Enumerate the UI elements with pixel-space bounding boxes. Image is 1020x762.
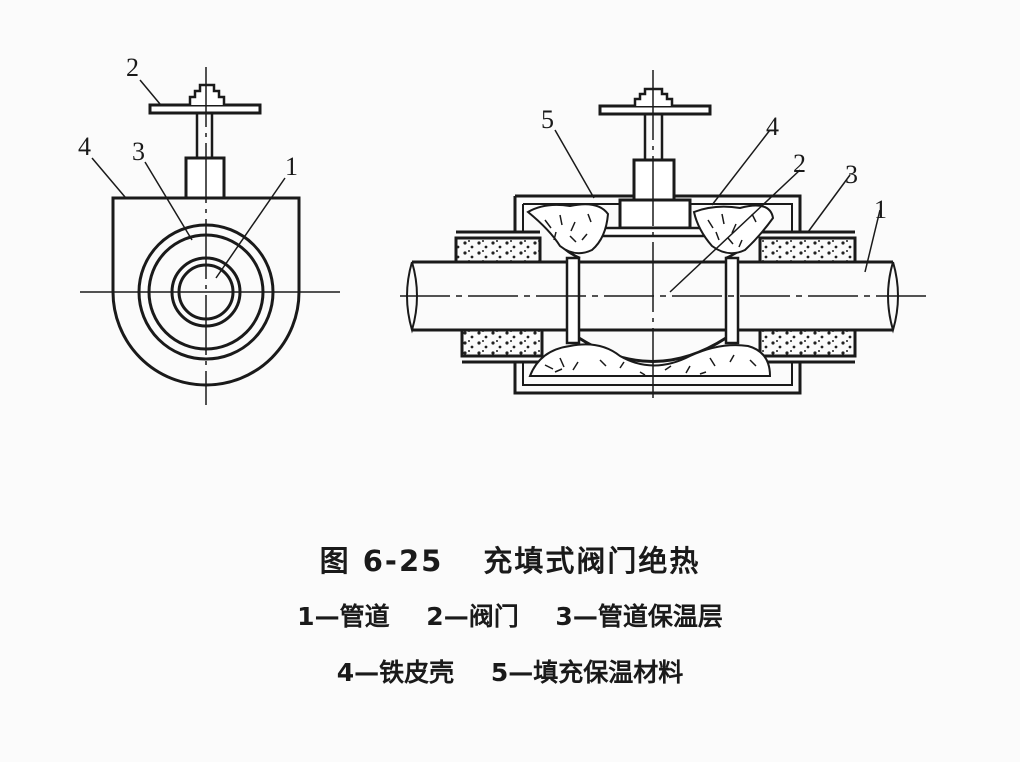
right-label-5: 5 — [541, 105, 554, 134]
legend-item: 2—阀门 — [426, 602, 519, 631]
figure-caption-title: 图 6-25 充填式阀门绝热 — [0, 538, 1020, 580]
end-view — [80, 67, 340, 405]
valve-stem-housing — [632, 158, 676, 202]
legend-item: 4—铁皮壳 — [336, 658, 455, 687]
right-label-4: 4 — [766, 112, 779, 141]
bonnet — [184, 156, 226, 200]
handwheel-section — [598, 104, 712, 116]
legend-item: 1—管道 — [297, 602, 390, 631]
flange-right — [724, 256, 740, 345]
pipe-insulation-ur — [758, 236, 857, 264]
figure-number: 图 6-25 — [319, 544, 444, 578]
fill-insulation-left — [526, 203, 610, 255]
legend-item: 5—填充保温材料 — [490, 658, 684, 687]
legend-line-1: 1—管道 2—阀门 3—管道保温层 — [0, 597, 1020, 633]
valve-bonnet — [618, 198, 692, 230]
handwheel — [148, 103, 262, 115]
legend-line-2: 4—铁皮壳 5—填充保温材料 — [0, 653, 1020, 689]
left-label-2: 2 — [126, 53, 139, 82]
pipe-insulation-ul — [454, 236, 542, 264]
stem-nut — [188, 83, 226, 105]
flange-left — [565, 256, 581, 345]
pipe-insulation-ll — [460, 328, 544, 358]
left-label-4: 4 — [78, 132, 91, 161]
left-label-3: 3 — [132, 137, 145, 166]
figure-title: 充填式阀门绝热 — [483, 544, 701, 578]
pipe-insulation-lr — [758, 328, 857, 358]
right-label-1: 1 — [874, 195, 887, 224]
fill-insulation-bottom — [528, 343, 772, 377]
left-label-1: 1 — [285, 152, 298, 181]
valve-insulation-drawing: 2 4 3 1 — [78, 53, 930, 405]
iron-shell-end — [111, 196, 301, 387]
right-label-2: 2 — [793, 149, 806, 178]
legend-item: 3—管道保温层 — [555, 602, 723, 631]
right-label-3: 3 — [845, 160, 858, 189]
section-view — [400, 70, 930, 400]
